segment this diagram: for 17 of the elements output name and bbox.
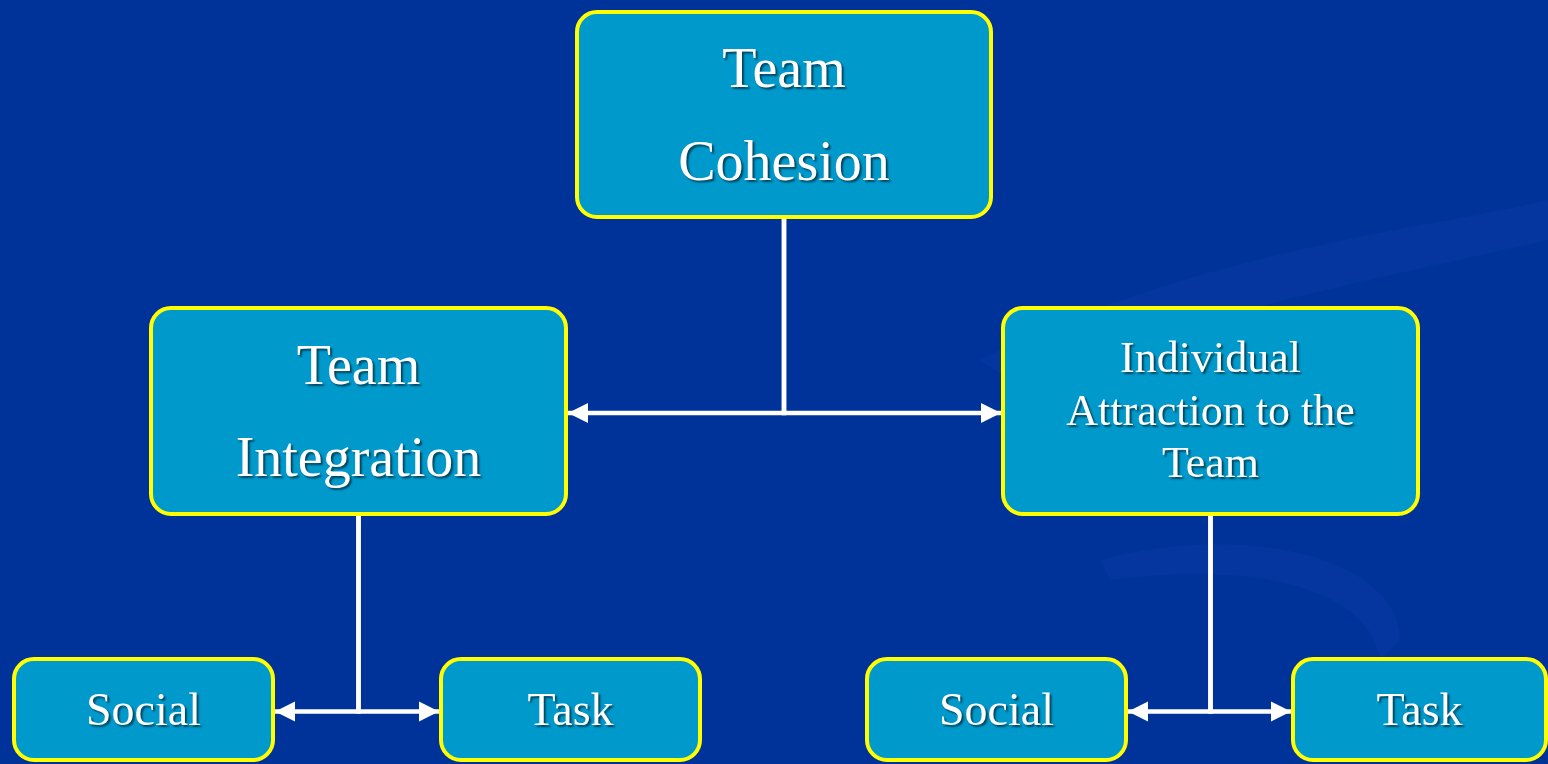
process-box	[1291, 657, 1548, 762]
box-label: Task	[1376, 682, 1463, 737]
box-label: Social	[939, 682, 1054, 737]
box-label: Task	[527, 682, 614, 737]
process-box	[439, 657, 702, 762]
arrow	[1208, 516, 1291, 722]
arrow	[781, 219, 1001, 424]
box-label: Team Cohesion	[677, 36, 891, 194]
process-box	[575, 10, 993, 219]
arrow	[356, 516, 439, 722]
process-box	[12, 657, 275, 762]
process-box	[865, 657, 1128, 762]
box-label: Social	[86, 682, 201, 737]
box-label: Individual Attraction to the Team	[1065, 331, 1356, 490]
process-box	[149, 306, 568, 516]
box-label: Team Integration	[234, 332, 483, 490]
process-box	[1001, 306, 1420, 516]
